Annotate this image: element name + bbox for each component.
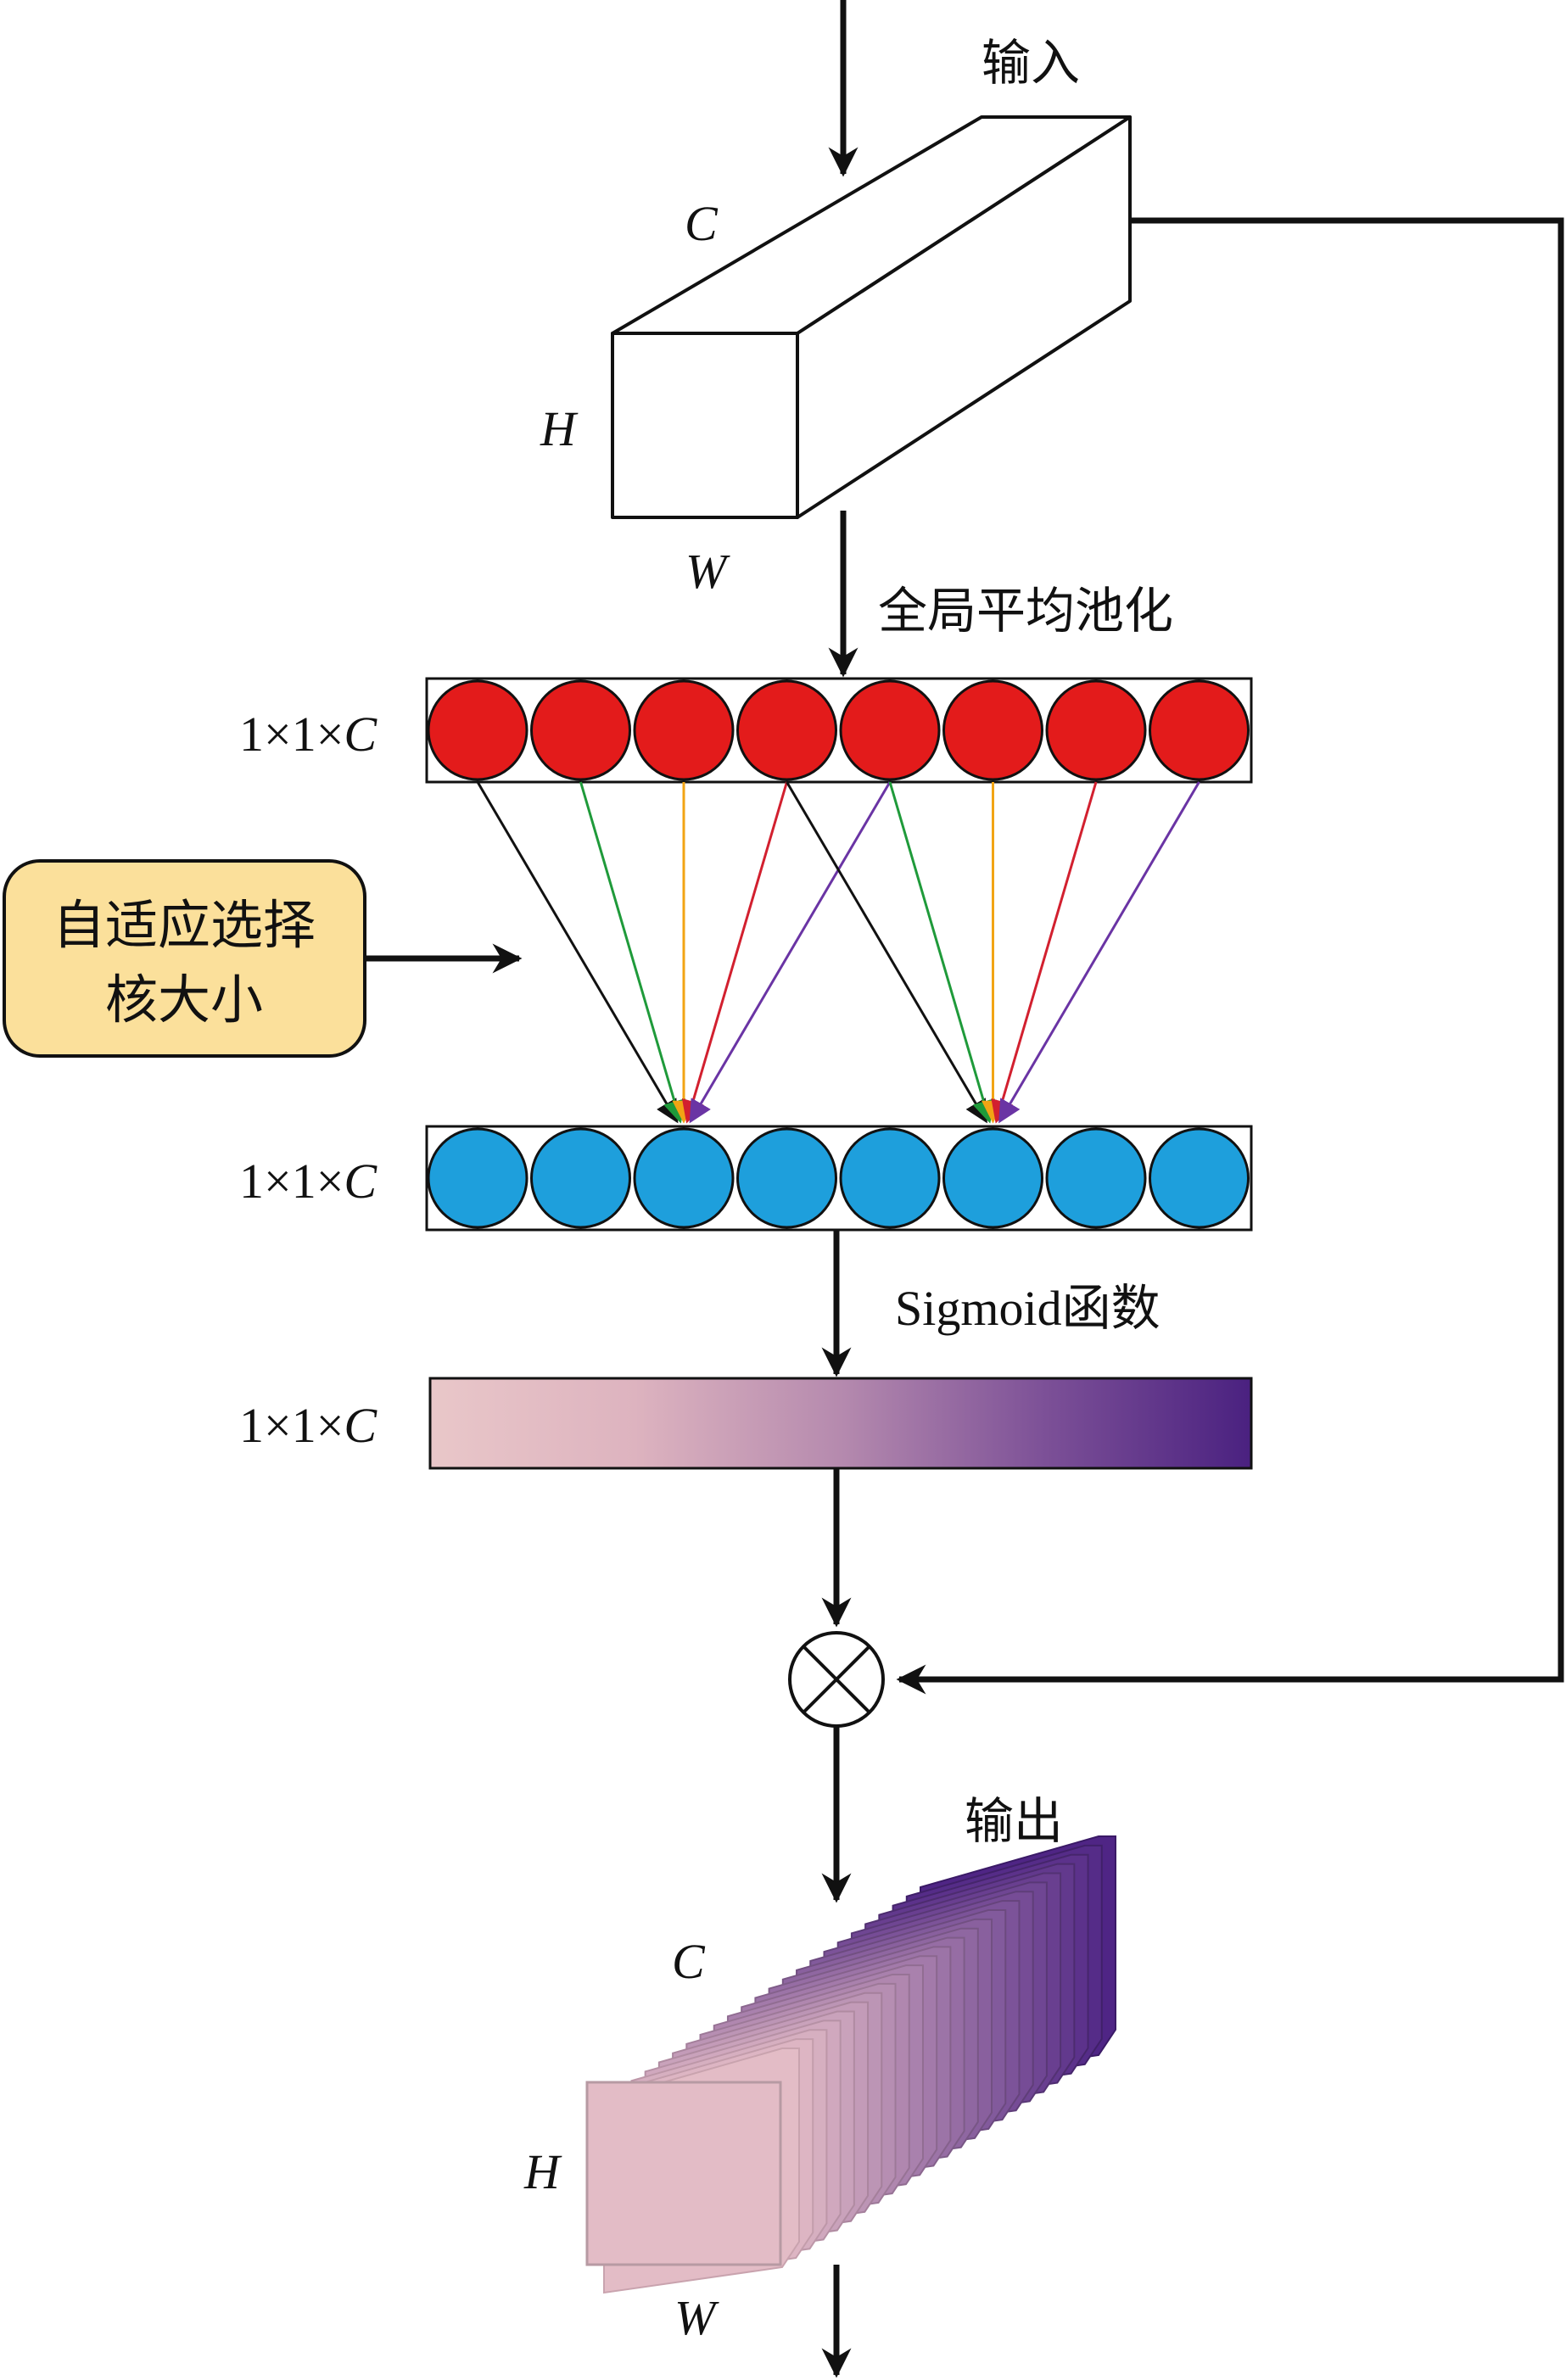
red-node [942, 679, 1043, 781]
blue-node [942, 1127, 1043, 1229]
blue-node [633, 1127, 735, 1229]
input-c-label: C [685, 196, 719, 251]
red-node [839, 679, 941, 781]
conv-connection-line [998, 781, 1200, 1124]
adaptive-kernel-text-line2: 核大小 [105, 969, 263, 1031]
output-tensor-cuboid [585, 1835, 1116, 2294]
weights-dim-label: 1×1×C [239, 1398, 378, 1453]
attention-weight-bar [428, 1377, 1253, 1470]
output-label: 输出 [965, 1792, 1063, 1850]
output-c-label: C [672, 1934, 706, 1989]
adaptive-kernel-text-line1: 自适应选择 [53, 894, 316, 956]
adaptive-kernel-box [3, 859, 366, 1058]
red-node [530, 679, 631, 781]
red-node-group [427, 679, 1250, 781]
conv-connection-line [991, 781, 1098, 1124]
input-tensor-cuboid [611, 115, 1132, 519]
red-node [736, 679, 837, 781]
blue-node [839, 1127, 941, 1229]
red-node [633, 679, 735, 781]
blue-node [1149, 1127, 1250, 1229]
red-node [1045, 679, 1147, 781]
blue-node-group [427, 1127, 1250, 1229]
output-h-label: H [523, 2144, 562, 2199]
output-front-face [585, 2081, 782, 2266]
conv-connection-line [476, 781, 679, 1124]
blue-node [736, 1127, 837, 1229]
input-h-label: H [540, 401, 579, 456]
conv-connection-line [786, 781, 987, 1124]
input-w-label: W [685, 544, 730, 599]
red-layer-dim-label: 1×1×C [239, 707, 378, 762]
red-node [1149, 679, 1250, 781]
red-node [427, 679, 529, 781]
conv-connection-line [689, 781, 892, 1124]
skip-connection-line [896, 217, 1564, 1695]
conv1d-connections [476, 781, 1200, 1124]
blue-node [530, 1127, 631, 1229]
blue-node [1045, 1127, 1147, 1229]
sigmoid-label: Sigmoid函数 [895, 1281, 1161, 1336]
conv-connection-line [579, 781, 686, 1124]
blue-node [427, 1127, 529, 1229]
output-w-label: W [674, 2290, 719, 2345]
blue-layer-dim-label: 1×1×C [239, 1154, 378, 1209]
conv-connection-line [681, 781, 788, 1124]
multiply-icon [788, 1631, 885, 1728]
conv-connection-line [888, 781, 995, 1124]
input-label: 输入 [982, 34, 1080, 92]
gap-label: 全局平均池化 [878, 582, 1173, 640]
